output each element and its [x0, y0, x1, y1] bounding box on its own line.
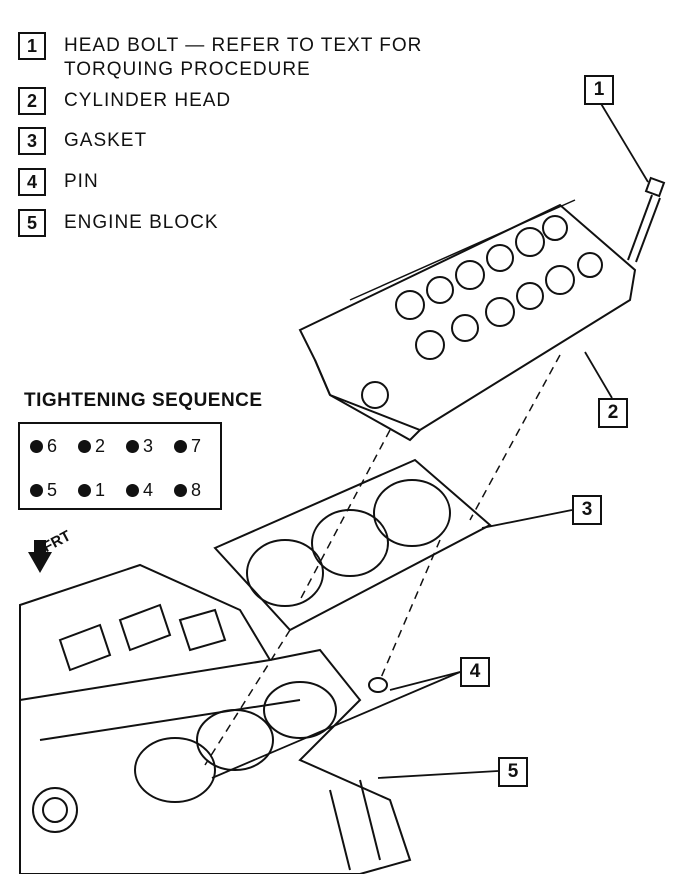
leader-lines: [211, 101, 649, 779]
bolt-dot-icon: [78, 484, 91, 497]
bolt-dot-icon: [126, 440, 139, 453]
valve-springs: [395, 215, 603, 360]
callout-3: 3: [572, 495, 602, 525]
legend-number: 1: [18, 32, 46, 60]
legend-number: 3: [18, 127, 46, 155]
front-arrow-icon: [28, 540, 52, 573]
bolt-dot-icon: [30, 484, 43, 497]
alignment-lines: [204, 354, 561, 766]
callout-4: 4: [460, 657, 490, 687]
legend-item-4: 4 PIN: [18, 168, 99, 196]
legend-item-5: 5 ENGINE BLOCK: [18, 209, 219, 237]
legend-label: ENGINE BLOCK: [64, 212, 219, 233]
sequence-bolt: 5: [30, 480, 57, 501]
legend-number: 2: [18, 87, 46, 115]
legend-label: PIN: [64, 171, 99, 192]
legend-item-1: 1 HEAD BOLT — REFER TO TEXT FOR TORQUING…: [18, 32, 422, 82]
engine-block-outline: [19, 563, 412, 874]
callout-5: 5: [498, 757, 528, 787]
callout-1: 1: [584, 75, 614, 105]
bolt-dot-icon: [174, 484, 187, 497]
gasket-outline: [213, 458, 492, 632]
sequence-bolt: 3: [126, 436, 153, 457]
legend-label: CYLINDER HEAD: [64, 90, 232, 111]
legend-label: GASKET: [64, 130, 148, 151]
bolt-dot-icon: [174, 440, 187, 453]
head-bolt: [627, 176, 666, 263]
legend-item-3: 3 GASKET: [18, 127, 147, 155]
sequence-bolt: 4: [126, 480, 153, 501]
cylinder-head-outline: [298, 203, 637, 432]
sequence-bolt: 8: [174, 480, 201, 501]
legend-number: 4: [18, 168, 46, 196]
legend-item-2: 2 CYLINDER HEAD: [18, 87, 231, 115]
sequence-title: TIGHTENING SEQUENCE: [24, 390, 263, 411]
sequence-bolt: 7: [174, 436, 201, 457]
sequence-bolt: 1: [78, 480, 105, 501]
bolt-dot-icon: [30, 440, 43, 453]
sequence-panel: 6 2 3 7 5 1 4 8: [18, 422, 222, 510]
bolt-dot-icon: [126, 484, 139, 497]
legend-number: 5: [18, 209, 46, 237]
pin-shape: [368, 677, 388, 693]
sequence-bolt: 2: [78, 436, 105, 457]
legend-label: HEAD BOLT — REFER TO TEXT FOR TORQUING P…: [64, 35, 423, 80]
sequence-bolt: 6: [30, 436, 57, 457]
bolt-dot-icon: [78, 440, 91, 453]
callout-2: 2: [598, 398, 628, 428]
